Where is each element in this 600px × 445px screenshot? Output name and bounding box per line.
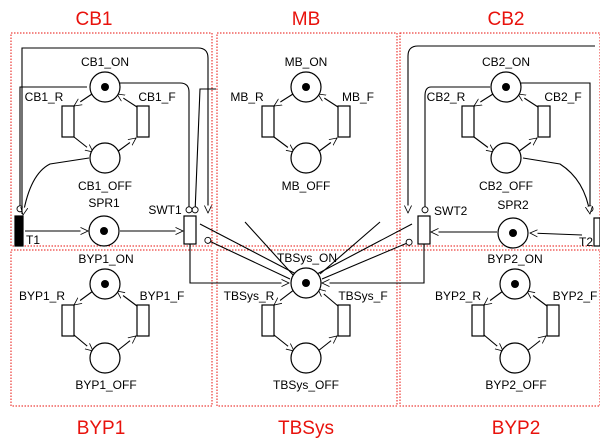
label-byp1-f: BYP1_F xyxy=(140,289,185,303)
transition-t2 xyxy=(593,217,600,247)
transition-mb-f xyxy=(337,105,351,138)
transition-byp2-r xyxy=(471,304,485,337)
label-cb1-on: CB1_ON xyxy=(81,55,129,69)
zone-tbsys xyxy=(216,249,398,407)
transition-swt1 xyxy=(183,215,197,245)
transition-byp1-r xyxy=(61,304,75,337)
token-byp1-on xyxy=(101,280,109,288)
token-cb1-on xyxy=(101,83,109,91)
token-mb-on xyxy=(302,83,310,91)
label-cb1-r: CB1_R xyxy=(25,90,64,104)
label-mb-off: MB_OFF xyxy=(282,179,331,193)
token-tbsys-on xyxy=(302,279,310,287)
token-spr2 xyxy=(509,229,517,237)
label-cb2-off: CB2_OFF xyxy=(479,179,533,193)
block-mb: MB_ON MB_OFF MB_R MB_F xyxy=(230,55,374,193)
label-tbsys-r: TBSys_R xyxy=(224,289,275,303)
label-mb-r: MB_R xyxy=(230,90,264,104)
label-t1: T1 xyxy=(26,233,40,247)
zone-title-mb: MB xyxy=(292,9,321,30)
zone-cb1 xyxy=(10,32,213,247)
zone-title-byp2: BYP2 xyxy=(492,418,541,439)
transition-tbsys-r xyxy=(261,304,275,337)
label-spr2: SPR2 xyxy=(497,198,529,212)
zone-byp1 xyxy=(10,249,213,407)
zone-title-byp1: BYP1 xyxy=(77,418,126,439)
transition-tbsys-f xyxy=(337,304,351,337)
block-cb2: CB2_ON CB2_OFF CB2_R CB2_F xyxy=(427,55,582,193)
label-byp2-r: BYP2_R xyxy=(435,289,481,303)
zone-byp2 xyxy=(399,249,600,407)
label-cb1-f: CB1_F xyxy=(138,90,175,104)
label-byp2-off: BYP2_OFF xyxy=(485,378,546,392)
token-spr1 xyxy=(100,227,108,235)
token-cb2-on xyxy=(502,83,510,91)
transition-cb2-r xyxy=(461,105,475,138)
zone-cb2 xyxy=(399,32,600,247)
transition-byp2-f xyxy=(546,304,560,337)
label-byp1-r: BYP1_R xyxy=(19,289,65,303)
block-cb1: CB1_ON CB1_OFF CB1_R CB1_F xyxy=(25,55,176,193)
zone-mb xyxy=(216,32,398,247)
label-byp1-off: BYP1_OFF xyxy=(75,378,136,392)
label-byp2-on: BYP2_ON xyxy=(487,252,542,266)
label-mb-on: MB_ON xyxy=(285,55,328,69)
label-cb2-on: CB2_ON xyxy=(482,55,530,69)
place-cb2-off xyxy=(490,142,522,174)
place-cb1-off xyxy=(89,142,121,174)
label-cb1-off: CB1_OFF xyxy=(78,179,132,193)
label-cb2-r: CB2_R xyxy=(427,90,466,104)
place-byp2-off xyxy=(499,342,531,374)
block-tbsys: TBSys_ON TBSys_OFF TBSys_R TBSys_F xyxy=(224,251,388,392)
block-byp1: BYP1_ON BYP1_OFF BYP1_R BYP1_F xyxy=(19,252,184,392)
transition-cb2-f xyxy=(537,105,551,138)
block-byp2: BYP2_ON BYP2_OFF BYP2_R BYP2_F xyxy=(435,252,597,392)
label-swt2: SWT2 xyxy=(434,204,468,218)
label-spr1: SPR1 xyxy=(88,196,120,210)
transition-mb-r xyxy=(261,105,275,138)
place-mb-off xyxy=(290,142,322,174)
label-mb-f: MB_F xyxy=(342,90,374,104)
transition-t1 xyxy=(14,215,24,247)
transition-cb1-r xyxy=(61,105,75,138)
token-byp2-on xyxy=(511,280,519,288)
transition-cb1-f xyxy=(136,105,150,138)
label-swt1: SWT1 xyxy=(148,203,182,217)
place-tbsys-off xyxy=(290,342,322,374)
place-byp1-off xyxy=(89,342,121,374)
transition-swt2 xyxy=(417,215,431,245)
zone-title-cb1: CB1 xyxy=(76,9,113,30)
label-tbsys-f: TBSys_F xyxy=(338,289,387,303)
label-t2: T2 xyxy=(579,235,593,249)
label-cb2-f: CB2_F xyxy=(544,90,581,104)
label-tbsys-off: TBSys_OFF xyxy=(273,378,339,392)
label-byp2-f: BYP2_F xyxy=(553,289,598,303)
zone-title-cb2: CB2 xyxy=(488,9,525,30)
label-byp1-on: BYP1_ON xyxy=(78,252,133,266)
transition-byp1-f xyxy=(136,304,150,337)
zone-title-tbsys: TBSys xyxy=(278,418,334,439)
label-tbsys-on: TBSys_ON xyxy=(277,251,337,265)
cross-zone-arcs xyxy=(16,45,595,283)
